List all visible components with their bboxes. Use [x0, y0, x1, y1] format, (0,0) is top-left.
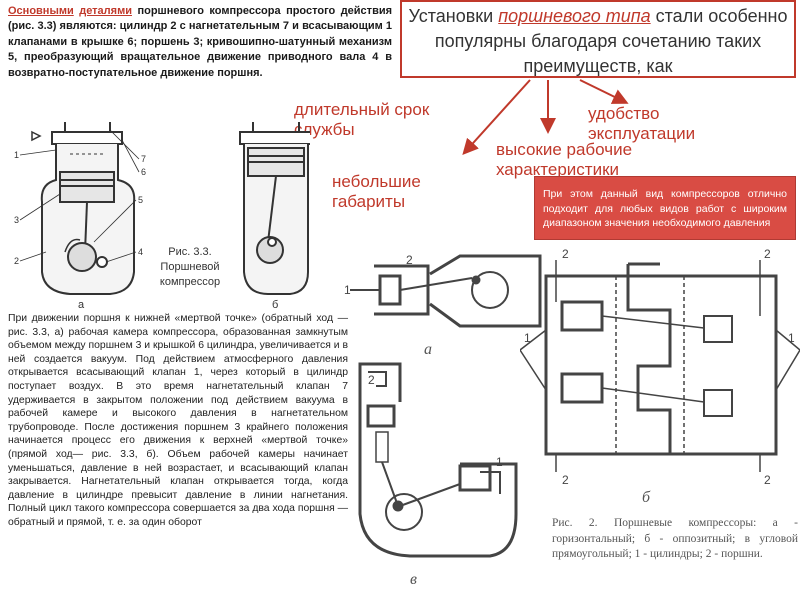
note-box: При этом данный вид компрессоров отлично…	[534, 176, 796, 240]
intro-highlight-2: деталями	[79, 5, 132, 17]
intro-highlight-1: Основными	[8, 5, 74, 17]
compressor-figure: 1 2 3 4 5 6 7 а б	[14, 122, 310, 310]
schematics-left: 1 2 2 1 а в	[344, 253, 542, 588]
schem-b-num1-r: 1	[788, 331, 795, 345]
schem-label-v: в	[410, 571, 417, 588]
figure-caption: Рис. 3.3. Поршневой компрессор	[150, 245, 230, 290]
advantage-convenience: удобство эксплуатации	[588, 104, 696, 143]
callout-before: Установки	[408, 6, 499, 26]
compressor-b	[239, 122, 310, 295]
advantage-high-performance: высокие рабочие характеристики	[496, 140, 633, 179]
fig-label-6: 6	[141, 167, 146, 177]
advantages-callout: Установки поршневого типа стали особенно…	[400, 0, 796, 78]
schematic-b: 2 2 2 2 1 1 б	[520, 247, 800, 506]
fig-label-3: 3	[14, 215, 19, 225]
fig-caption-line1: Рис. 3.3.	[168, 246, 212, 258]
schem-b-num2-tr: 2	[764, 247, 771, 261]
schem-a-num1: 1	[344, 283, 351, 297]
fig-label-2: 2	[14, 256, 19, 266]
fig-caption-line2: Поршневой	[160, 261, 220, 273]
intro-text: поршневого компрессора простого действия…	[8, 5, 393, 79]
schem-v-num1: 1	[496, 455, 503, 469]
schem-label-a: а	[424, 341, 432, 358]
schematics-caption: Рис. 2. Поршневые компрессоры: а - гориз…	[552, 517, 798, 560]
schem-b-num2-br: 2	[764, 473, 771, 487]
callout-highlight: поршневого типа	[498, 6, 651, 26]
schem-b-num1-l: 1	[524, 331, 531, 345]
arrow-convenience	[579, 79, 629, 104]
callout-after: стали особенно популярны благодаря сочет…	[434, 6, 788, 76]
fig-caption-line3: компрессор	[159, 276, 221, 288]
fig-label-7: 7	[141, 154, 146, 164]
arrow-long-life	[462, 79, 531, 155]
compressor-a	[40, 122, 136, 295]
fig-label-a: а	[78, 299, 85, 310]
schem-label-b: б	[642, 489, 651, 506]
schem-a-num2: 2	[406, 253, 413, 267]
body-text: При движении поршня к нижней «мертвой то…	[8, 313, 348, 528]
fig-label-4: 4	[138, 247, 143, 257]
fig-label-b: б	[272, 299, 278, 310]
fig-label-5: 5	[138, 195, 143, 205]
schem-b-num2-bl: 2	[562, 473, 569, 487]
schem-v-num2: 2	[368, 373, 375, 387]
intro-paragraph: Основными деталями поршневого компрессор…	[8, 4, 392, 81]
fig-label-1: 1	[14, 150, 19, 160]
schem-b-num2-tl: 2	[562, 247, 569, 261]
advantage-small-size: небольшие габариты	[332, 172, 421, 211]
advantage-long-life: длительный срок службы	[294, 100, 430, 139]
